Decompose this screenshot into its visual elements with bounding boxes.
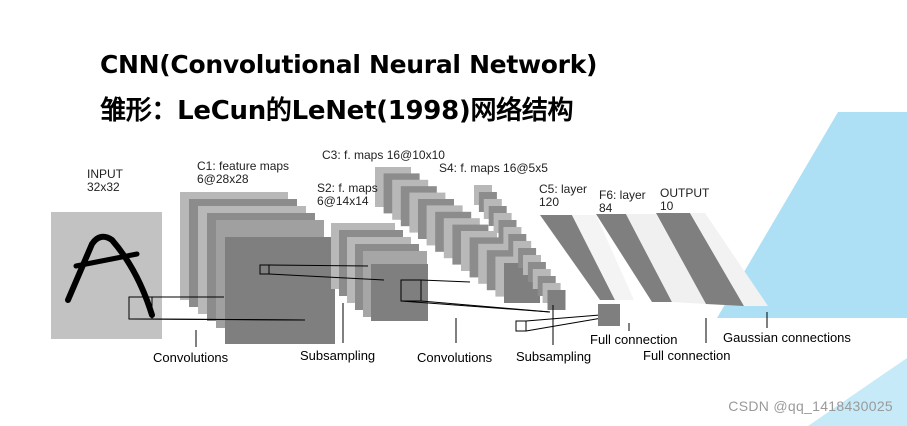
decor-triangle-large (717, 112, 907, 318)
c5-size: 120 (539, 195, 560, 209)
input-size: 32x32 (87, 180, 120, 194)
input-name: INPUT (87, 167, 123, 181)
s4-label: S4: f. maps 16@5x5 (439, 161, 548, 175)
input-image (51, 212, 162, 339)
c1-size: 6@28x28 (197, 172, 249, 186)
op-full-connection-2: Full connection (643, 348, 731, 363)
input-label: INPUT 32x32 (87, 168, 123, 194)
slide-title-line1: CNN(Convolutional Neural Network) (100, 50, 598, 79)
decor-triangle-small (808, 358, 907, 426)
f6-size: 84 (599, 201, 613, 215)
op-convolutions-1: Convolutions (153, 350, 229, 365)
c3-label: C3: f. maps 16@10x10 (322, 148, 445, 162)
output-name: OUTPUT (660, 186, 710, 200)
s2-feature-maps (331, 223, 428, 321)
output-size: 10 (660, 199, 674, 213)
f6-name: F6: layer (599, 188, 646, 202)
c1-label: C1: feature maps 6@28x28 (197, 160, 289, 186)
c3-feature-maps (375, 167, 540, 303)
s2-size: 6@14x14 (317, 194, 369, 208)
fully-connected-bands (540, 213, 768, 306)
c5-unit (598, 304, 620, 326)
s4-feature-maps (474, 185, 566, 310)
s2-label: S2: f. maps 6@14x14 (317, 182, 378, 208)
input-letter-a-bar (73, 251, 140, 269)
input-letter-a (65, 233, 155, 318)
c5-name: C5: layer (539, 182, 588, 196)
s4-feature-map (547, 290, 566, 310)
operation-ticks (195, 303, 768, 347)
c5-label: C5: layer 120 (539, 183, 587, 209)
op-gaussian-connections: Gaussian connections (723, 330, 851, 345)
slide-title-line2: 雏形：LeCun的LeNet(1998)网络结构 (100, 96, 574, 126)
c1-feature-maps (180, 192, 335, 344)
op-full-connection-1: Full connection (590, 332, 678, 347)
watermark: CSDN @qq_1418430025 (728, 398, 893, 414)
receptive-fields (128, 264, 603, 332)
s2-name: S2: f. maps (317, 181, 378, 195)
f6-label: F6: layer 84 (599, 189, 646, 215)
output-label: OUTPUT 10 (660, 187, 709, 213)
op-subsampling-1: Subsampling (300, 348, 376, 363)
c1-name: C1: feature maps (197, 159, 290, 173)
op-subsampling-2: Subsampling (516, 349, 592, 364)
op-convolutions-2: Convolutions (417, 350, 493, 365)
